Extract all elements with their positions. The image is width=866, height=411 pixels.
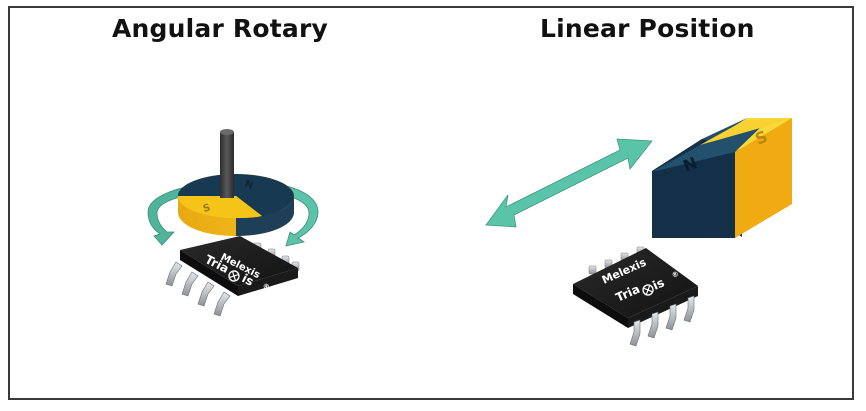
angular-rotary-title: Angular Rotary: [112, 14, 328, 43]
linear-bar-magnet: N S: [652, 118, 792, 238]
chip-registered-mark: ®: [261, 282, 271, 292]
south-pole-label: S: [202, 202, 212, 214]
linear-double-arrow: [485, 138, 653, 228]
north-pole-label: N: [243, 178, 255, 191]
chip2-x-logo-icon: [642, 284, 654, 296]
chip-x-logo-icon: [228, 270, 240, 282]
rotary-arrow: [147, 182, 319, 247]
linear-chip: Melexis Tria is ®: [573, 246, 698, 347]
rotary-magnet-disc: N S: [178, 174, 294, 236]
chip2-product-suffix: is: [651, 275, 667, 292]
bar-north-label: N: [680, 153, 700, 176]
rotary-shaft: [220, 129, 234, 198]
rotary-chip: Melexis Tria is ®: [165, 236, 300, 317]
linear-position-title: Linear Position: [540, 14, 755, 43]
chip2-registered-mark: ®: [671, 270, 681, 280]
